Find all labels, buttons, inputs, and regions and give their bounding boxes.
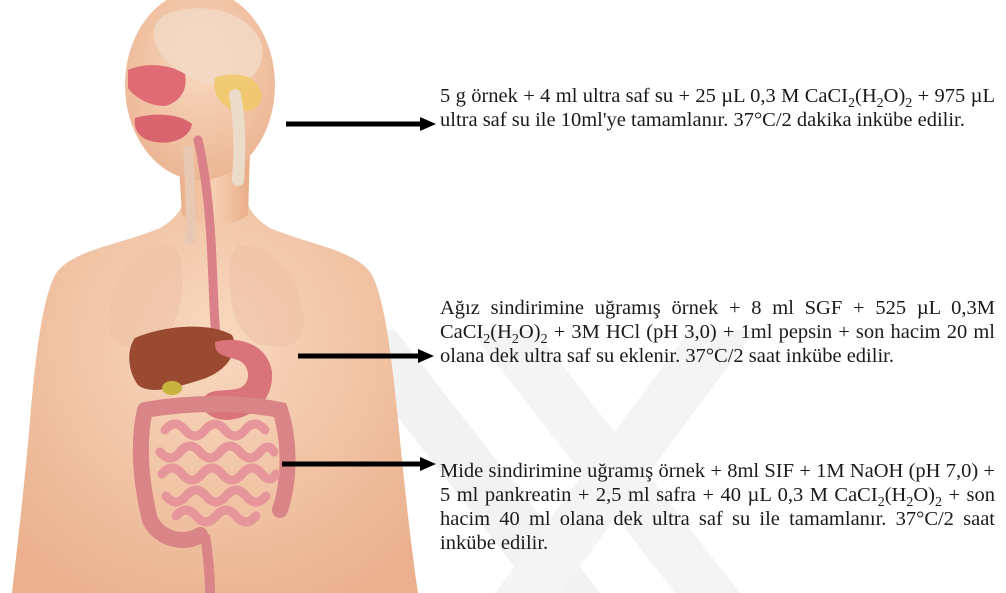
arrow-intestine <box>276 456 440 472</box>
arrow-stomach <box>292 348 438 364</box>
step-stomach-description: Ağız sindirimine uğramış örnek + 8 ml SG… <box>440 296 995 368</box>
human-digestive-system-illustration <box>0 0 430 593</box>
step-text-segment: 5 g örnek + 4 ml ultra saf su + 25 µL 0,… <box>440 85 848 107</box>
arrow-mouth <box>280 116 440 132</box>
step-text-segment: (H <box>490 321 512 343</box>
step-mouth-description: 5 g örnek + 4 ml ultra saf su + 25 µL 0,… <box>440 84 995 132</box>
trachea <box>188 150 191 240</box>
rectum <box>205 535 210 593</box>
gallbladder <box>162 381 182 395</box>
step-text-segment: O) <box>884 85 906 107</box>
step-text-segment: (H <box>885 484 907 506</box>
spine <box>235 95 239 180</box>
step-text-segment: O) <box>913 484 935 506</box>
step-text-segment: O) <box>519 321 541 343</box>
step-intestine-description: Mide sindirimine uğramış örnek + 8ml SIF… <box>440 459 995 555</box>
step-text-segment: (H <box>855 85 877 107</box>
